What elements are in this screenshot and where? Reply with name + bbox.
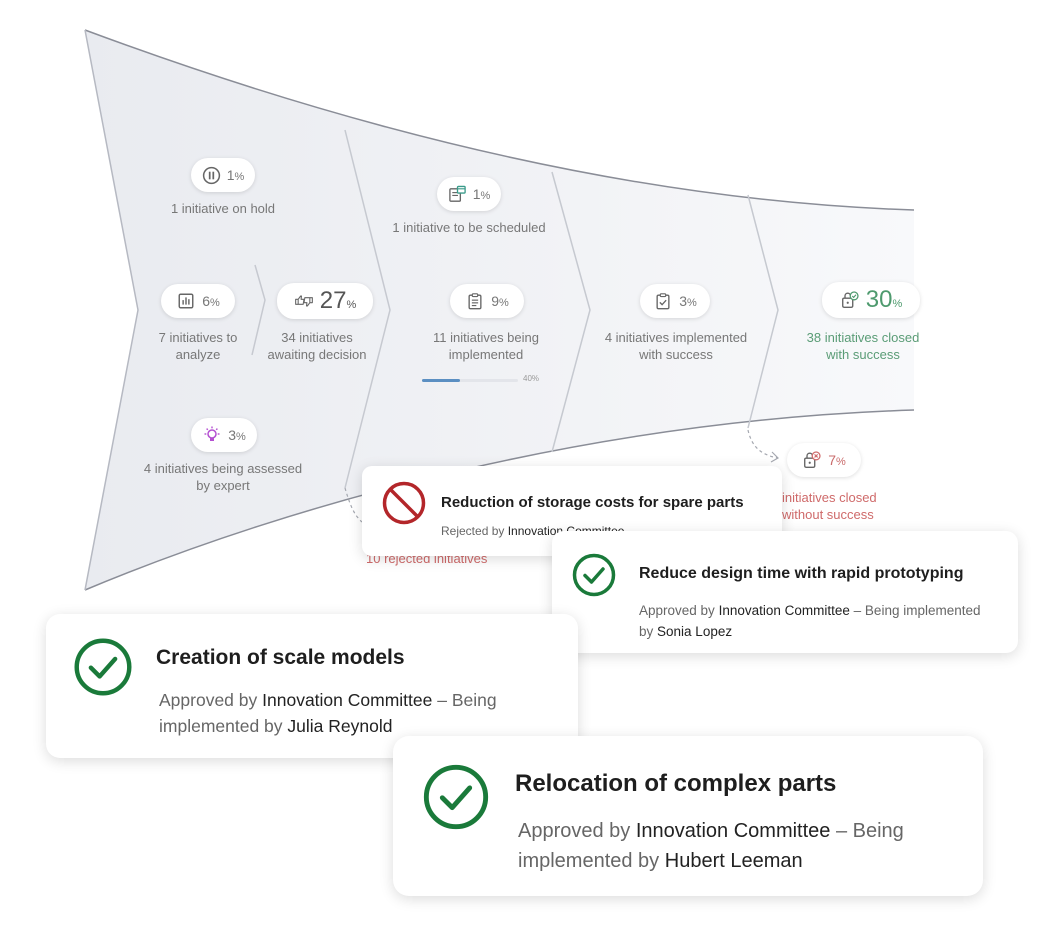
rejected-icon xyxy=(382,481,426,525)
pct-badge-being-implemented: 9% xyxy=(450,284,524,318)
stage-label-being-implemented: 11 initiatives being implemented xyxy=(433,330,539,362)
pct-value: 6 xyxy=(202,293,210,309)
pct-value: 27 xyxy=(319,287,347,314)
committee-name: Innovation Committee xyxy=(262,690,433,710)
pct-badge-to-be-scheduled: 1% xyxy=(437,177,501,211)
pct-suffix: % xyxy=(499,297,509,309)
pct-badge-implemented-with-success: 3% xyxy=(640,284,710,318)
lock-check-icon xyxy=(840,290,860,310)
pct-suffix: % xyxy=(687,297,697,309)
status-prefix: Approved by xyxy=(518,820,631,842)
status-mid: – Being implemented xyxy=(853,603,981,618)
implementer-name: Julia Reynold xyxy=(287,716,393,736)
pct-suffix: % xyxy=(346,299,357,311)
pct-value: 1 xyxy=(472,186,481,202)
stage-label-closed-with-success: 38 initiatives closed with success xyxy=(806,330,920,362)
pct-suffix: % xyxy=(480,190,491,202)
stage-label-to-be-scheduled: 1 initiative to be scheduled xyxy=(392,220,546,235)
pct-value: 7 xyxy=(828,452,836,468)
pct-value: 9 xyxy=(491,293,499,309)
card-title: Reduction of storage costs for spare par… xyxy=(441,494,744,511)
card-title: Reduce design time with rapid prototypin… xyxy=(639,565,964,582)
status-prefix: Approved by xyxy=(159,690,258,710)
stage-label-closed-without-success: initiatives closed without success xyxy=(782,490,877,522)
pct-suffix: % xyxy=(836,456,846,468)
calendar-icon xyxy=(448,184,467,204)
clipboard-icon xyxy=(465,291,485,311)
pct-suffix: % xyxy=(210,297,220,309)
approved-check-icon xyxy=(572,553,616,597)
card-status: Approved by Innovation Committee – Being… xyxy=(159,687,559,739)
pct-badge-closed-without-success: 7% xyxy=(787,443,861,477)
progress-label: 40% xyxy=(523,374,540,383)
card-status: Approved by Innovation Committee – Being… xyxy=(639,600,1011,642)
card-title: Relocation of complex parts xyxy=(515,770,837,797)
initiative-card-rapid-prototyping[interactable]: Reduce design time with rapid prototypin… xyxy=(552,531,1018,653)
pct-badge-to-analyze: 6% xyxy=(161,284,235,318)
thumbs-icon xyxy=(294,291,314,311)
status-mid: – Being xyxy=(437,690,497,710)
pct-value: 1 xyxy=(226,167,235,183)
approved-check-icon xyxy=(74,638,132,696)
progress-fill xyxy=(422,379,461,382)
status-mid: – Being xyxy=(835,820,904,842)
chart-icon xyxy=(176,291,196,311)
pct-badge-on-hold: 1% xyxy=(191,158,255,192)
pct-value: 3 xyxy=(228,427,237,443)
initiative-card-scale-models[interactable]: Creation of scale models Approved by Inn… xyxy=(46,614,578,758)
stage-label-on-hold: 1 initiative on hold xyxy=(170,201,276,216)
pct-suffix: % xyxy=(234,171,245,183)
stage-label-to-analyze: 7 initiatives to analyze xyxy=(158,330,238,362)
stage-label-assessed-by-expert: 4 initiatives being assessed by expert xyxy=(143,461,303,493)
implementer-name: Hubert Leeman xyxy=(664,850,803,872)
lightbulb-icon xyxy=(202,425,222,445)
committee-name: Innovation Committee xyxy=(635,820,831,842)
committee-name: Innovation Committee xyxy=(718,603,850,618)
status-by: implemented by xyxy=(518,850,660,872)
pct-badge-closed-with-success: 30% xyxy=(822,282,920,318)
pct-suffix: % xyxy=(892,298,903,310)
stage-label-awaiting-decision: 34 initiatives awaiting decision xyxy=(267,330,367,362)
status-prefix: Approved by xyxy=(639,603,715,618)
pct-value: 30 xyxy=(865,286,893,313)
clipboard-check-icon xyxy=(653,291,673,311)
card-title: Creation of scale models xyxy=(156,646,405,669)
status-by: by xyxy=(639,624,654,639)
implementation-progress-bar xyxy=(422,379,518,382)
pct-value: 3 xyxy=(679,293,687,309)
status-by: implemented by xyxy=(159,716,283,736)
status-prefix: Rejected by xyxy=(441,524,505,538)
implementer-name: Sonia Lopez xyxy=(657,624,733,639)
pause-icon xyxy=(202,165,221,185)
pct-badge-awaiting-decision: 27% xyxy=(277,283,373,319)
stage-label-implemented-with-success: 4 initiatives implemented with success xyxy=(604,330,748,362)
pct-badge-assessed-by-expert: 3% xyxy=(191,418,257,452)
initiative-card-relocation[interactable]: Relocation of complex parts Approved by … xyxy=(393,736,983,896)
pct-suffix: % xyxy=(236,431,246,443)
lock-x-icon xyxy=(802,450,822,470)
card-status: Approved by Innovation Committee – Being… xyxy=(518,816,968,876)
approved-check-icon xyxy=(423,764,489,830)
